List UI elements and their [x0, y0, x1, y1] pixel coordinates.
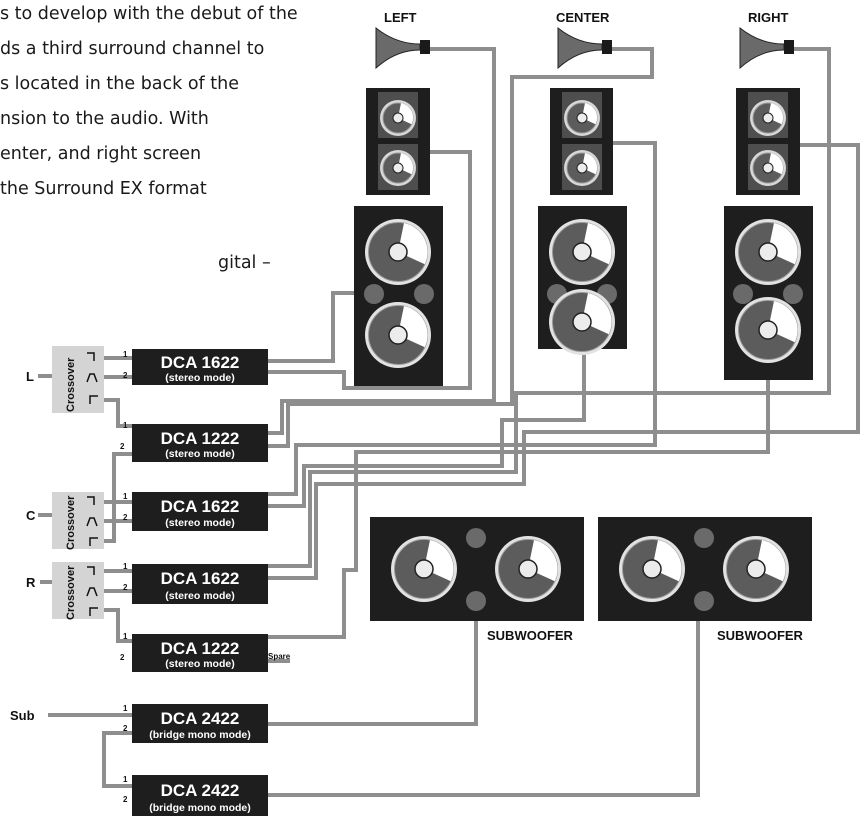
- amp-6: DCA 2422 (bridge mono mode) 1 2: [123, 704, 268, 743]
- woofer-center-1: [548, 218, 616, 286]
- channel-label-center: CENTER: [556, 10, 610, 25]
- amp-input-2: 2: [120, 442, 125, 451]
- amp-input-1: 1: [123, 421, 128, 430]
- text-line: ds a third surround channel to: [0, 39, 264, 59]
- amp-input-1: 1: [123, 775, 128, 784]
- amp-model: DCA 1222: [161, 429, 240, 448]
- wiring: [38, 47, 860, 797]
- amp-mode: (stereo mode): [165, 658, 234, 670]
- amp-input-1: 1: [123, 562, 128, 571]
- subwoofer-label: SUBWOOFER: [487, 628, 574, 643]
- spare-label: Spare: [268, 652, 291, 661]
- woofer-center-2: [548, 288, 616, 356]
- amp-5: DCA 1222 (stereo mode) 1 2 Spare: [120, 632, 291, 672]
- text-line: gital –: [218, 253, 271, 273]
- intro-text: s to develop with the debut of the ds a …: [0, 4, 298, 273]
- horn-right: [739, 27, 795, 69]
- amp-mode: (bridge mono mode): [149, 802, 251, 814]
- amp-model: DCA 1622: [161, 497, 240, 516]
- amp-input-2: 2: [123, 371, 128, 380]
- hf-driver-right-2: [749, 149, 787, 187]
- amp-input-2: 2: [123, 724, 128, 733]
- sub-woofer-driver: [722, 535, 790, 603]
- amp-model: DCA 1622: [161, 569, 240, 588]
- amp-input-2: 2: [123, 583, 128, 592]
- amp-mode: (stereo mode): [165, 372, 234, 384]
- hf-driver-left-1: [379, 99, 417, 137]
- sub-woofer-driver: [618, 535, 686, 603]
- horn-left: [375, 27, 431, 69]
- crossover-label: Crossover: [65, 495, 77, 550]
- left-speaker-array: LEFT: [354, 10, 443, 386]
- crossover-l: Crossover L: [26, 346, 104, 413]
- amp-1: DCA 1622 (stereo mode) 1 2: [123, 349, 268, 385]
- subwoofer-2: SUBWOOFER: [598, 517, 812, 643]
- woofer-right-1: [734, 218, 802, 286]
- amp-input-1: 1: [123, 704, 128, 713]
- hf-driver-center-2: [563, 149, 601, 187]
- input-c: C: [26, 508, 36, 523]
- text-line: nsion to the audio. With: [0, 109, 209, 129]
- input-r: R: [26, 575, 36, 590]
- amp-3: DCA 1622 (stereo mode) 1 2: [123, 492, 268, 531]
- channel-label-left: LEFT: [384, 10, 417, 25]
- hf-driver-right-1: [749, 99, 787, 137]
- amp-mode: (stereo mode): [165, 448, 234, 460]
- crossover-r: Crossover R: [26, 562, 104, 620]
- amp-mode: (bridge mono mode): [149, 729, 251, 741]
- amp-4: DCA 1622 (stereo mode) 1 2: [123, 562, 268, 604]
- woofer-left-1: [364, 218, 432, 286]
- woofer-left-2: [364, 301, 432, 369]
- subwoofer-1: SUBWOOFER: [370, 517, 584, 643]
- amp-input-2: 2: [120, 653, 125, 662]
- amp-model: DCA 1622: [161, 353, 240, 372]
- text-line: enter, and right screen: [0, 144, 201, 164]
- crossover-label: Crossover: [65, 357, 77, 412]
- text-line: s to develop with the debut of the: [0, 4, 298, 24]
- crossover-label: Crossover: [65, 565, 77, 620]
- right-speaker-array: RIGHT: [724, 10, 813, 380]
- crossover-c: Crossover C: [26, 492, 104, 550]
- amp-7: DCA 2422 (bridge mono mode) 1 2: [123, 775, 268, 816]
- amp-mode: (stereo mode): [165, 517, 234, 529]
- woofer-right-2: [734, 296, 802, 364]
- amp-model: DCA 2422: [161, 781, 240, 800]
- amp-input-1: 1: [123, 492, 128, 501]
- horn-center: [557, 27, 613, 69]
- subwoofer-label: SUBWOOFER: [717, 628, 804, 643]
- amp-input-2: 2: [123, 513, 128, 522]
- text-line: the Surround EX format: [0, 179, 207, 199]
- amp-input-1: 1: [123, 632, 128, 641]
- center-speaker-array: CENTER: [538, 10, 627, 356]
- sub-woofer-driver: [494, 535, 562, 603]
- channel-label-right: RIGHT: [748, 10, 789, 25]
- input-l: L: [26, 369, 34, 384]
- input-sub: Sub: [10, 708, 35, 723]
- amp-model: DCA 1222: [161, 639, 240, 658]
- sub-woofer-driver: [390, 535, 458, 603]
- amp-2: DCA 1222 (stereo mode) 1 2: [120, 421, 268, 462]
- amp-mode: (stereo mode): [165, 590, 234, 602]
- amp-input-2: 2: [123, 795, 128, 804]
- text-line: s located in the back of the: [0, 74, 239, 94]
- hf-driver-center-1: [563, 99, 601, 137]
- amp-input-1: 1: [123, 350, 128, 359]
- hf-driver-left-2: [379, 149, 417, 187]
- amp-model: DCA 2422: [161, 709, 240, 728]
